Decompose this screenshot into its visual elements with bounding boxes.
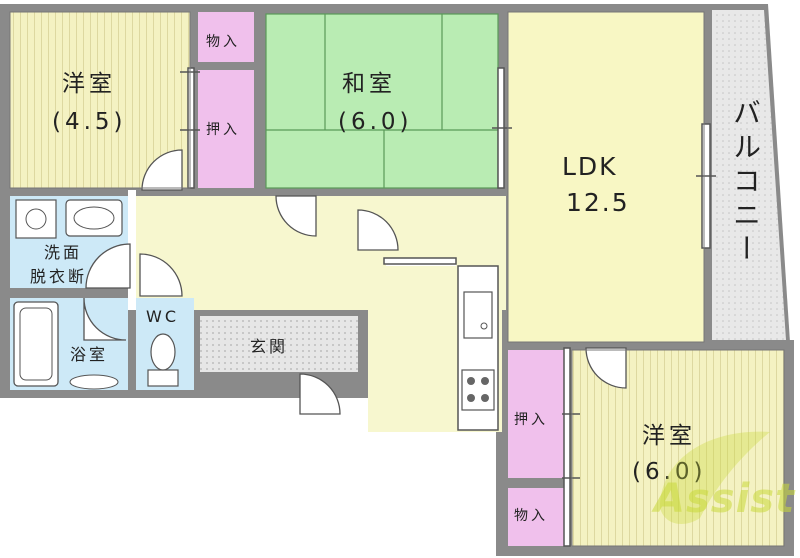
toilet-fixture: [147, 333, 179, 387]
room-outlines: [9, 11, 785, 547]
closet-top-fill: [198, 12, 254, 62]
sliding-doors: [180, 67, 716, 547]
entrance-floor: [200, 316, 358, 372]
tatami-room: [265, 13, 499, 189]
japanese-room-name: 和室: [342, 71, 396, 97]
closet-bottom-label: 物入: [514, 508, 548, 524]
bathtub: [13, 301, 119, 390]
western-room-2-size: (6.0): [632, 459, 707, 485]
balcony-label: バルコニー: [726, 98, 764, 268]
watermark-logo: [660, 431, 770, 524]
oshiire-1-label: 押入: [206, 122, 240, 138]
door-swings: [83, 149, 627, 415]
western-room-2-name: 洋室: [642, 423, 696, 449]
washroom-label-1: 洗面: [44, 243, 83, 262]
closet-top-label: 物入: [206, 34, 240, 50]
ldk-name: LDK: [562, 152, 618, 181]
oshiire-1-fill: [198, 70, 254, 188]
balcony-area: [712, 10, 786, 340]
western-room-1-name: 洋室: [62, 71, 116, 97]
kitchen-counter: [457, 265, 499, 431]
wash-fixtures: [15, 199, 123, 239]
closet-bottom-fill: [508, 488, 564, 546]
watermark-text: Assist: [654, 476, 796, 522]
japanese-room-size: (6.0): [338, 109, 413, 135]
bathroom-label: 浴室: [70, 345, 109, 364]
oshiire-2-fill: [508, 350, 564, 478]
washroom-label-2: 脱衣断: [30, 267, 88, 286]
balcony-text: バルコニー: [729, 98, 762, 268]
toilet-label: WC: [146, 307, 179, 326]
oshiire-2-label: 押入: [514, 412, 548, 428]
ldk-floor: [508, 12, 704, 342]
ldk-size: 12.5: [566, 188, 630, 217]
western-room-1-size: (4.5): [52, 109, 127, 135]
entrance-label: 玄関: [250, 337, 289, 356]
